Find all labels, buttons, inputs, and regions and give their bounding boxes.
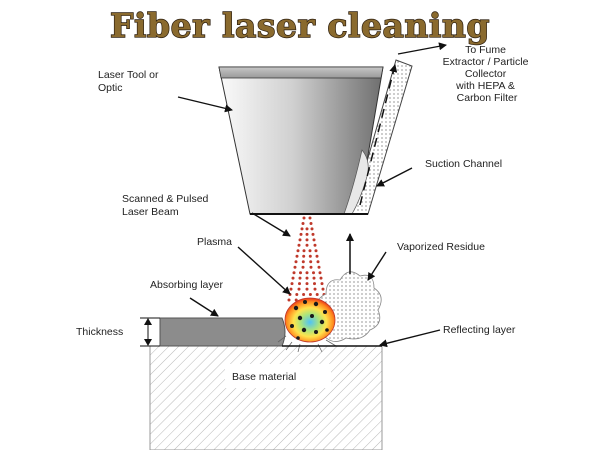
label-laser-tool-line2: Optic	[98, 82, 123, 94]
laser-beam-dot	[299, 271, 302, 275]
laser-beam-dot	[298, 276, 302, 280]
laser-beam-dot	[319, 276, 323, 280]
laser-beam-dot	[301, 260, 305, 264]
laser-beam-dot	[296, 249, 300, 253]
laser-beam	[287, 216, 327, 302]
laser-beam-dot	[320, 282, 324, 286]
suction-channel-shade	[343, 149, 369, 215]
laser-beam-dot	[297, 287, 301, 291]
laser-beam-dot	[309, 222, 313, 225]
laser-beam-dot	[315, 293, 319, 296]
pointer-scanned-beam	[251, 212, 291, 237]
label-fume-line2: Extractor / Particle	[443, 56, 529, 68]
base-material-label: Base material	[232, 371, 296, 383]
label-thickness: Thickness	[76, 326, 123, 338]
thickness-indicator	[140, 317, 160, 347]
laser-beam-dot	[316, 260, 320, 264]
laser-beam-dot	[295, 293, 299, 296]
laser-beam-dot	[310, 227, 314, 231]
base-material-label-box	[225, 364, 331, 388]
exhaust-flow-arrow	[359, 64, 398, 206]
label-suction-channel: Suction Channel	[425, 158, 502, 170]
label-fume-line5: Carbon Filter	[457, 92, 518, 104]
laser-beam-dot	[313, 287, 317, 291]
laser-beam-dot	[305, 287, 309, 291]
label-absorbing-layer: Absorbing layer	[150, 279, 223, 291]
laser-beam-dot	[289, 287, 293, 291]
laser-beam-dot	[309, 260, 313, 264]
laser-beam-dot	[313, 243, 317, 247]
laser-beam-dot	[298, 282, 301, 286]
laser-tool-top	[218, 66, 384, 79]
base-material-block	[149, 345, 383, 450]
label-fume-line1: To Fume	[465, 44, 506, 56]
laser-beam-dot	[318, 271, 322, 275]
laser-beam-dot	[300, 227, 304, 231]
laser-beam-dot	[308, 254, 312, 258]
label-plasma: Plasma	[197, 236, 232, 248]
laser-beam-dot	[291, 276, 295, 280]
laser-beam-dot	[308, 249, 312, 253]
laser-beam-dot	[305, 282, 309, 286]
laser-beam-dot	[302, 254, 306, 258]
label-laser-tool-line1: Laser Tool or	[98, 69, 159, 81]
laser-beam-dot	[305, 227, 309, 231]
laser-beam-dot	[302, 293, 306, 296]
pointer-vaporized-residue	[367, 251, 387, 281]
laser-beam-dot	[321, 287, 325, 291]
laser-beam-dot	[312, 271, 315, 275]
laser-beam-dot	[305, 232, 309, 236]
laser-beam-dot	[315, 254, 319, 258]
label-scanned-beam: Scanned & Pulsed Laser Beam	[122, 193, 211, 218]
laser-beam-dot	[301, 222, 305, 225]
laser-beam-dot	[299, 232, 303, 236]
label-reflecting-layer: Reflecting layer	[443, 324, 516, 336]
pointer-suction-channel	[376, 167, 413, 187]
plasma-ball	[284, 297, 336, 343]
laser-beam-dot	[301, 265, 305, 269]
laser-beam-dot	[290, 282, 294, 286]
label-fume-extractor: To Fume Extractor / Particle Collector w…	[443, 44, 532, 104]
laser-beam-dot	[302, 249, 306, 253]
laser-beam-dot	[305, 276, 309, 280]
label-vaporized-residue: Vaporized Residue	[397, 241, 485, 253]
plasma-particles	[290, 300, 329, 340]
laser-beam-dot	[298, 238, 302, 242]
pointer-absorbing-layer	[189, 297, 219, 317]
label-scanned-beam-line1: Scanned & Pulsed	[122, 193, 209, 205]
laser-beam-dot	[292, 271, 296, 275]
fume-exhaust-arrow	[397, 42, 447, 55]
laser-beam-dot	[308, 216, 312, 220]
laser-beam-dot	[314, 249, 318, 253]
laser-beam-dot	[312, 238, 316, 242]
laser-beam-dot	[294, 260, 298, 264]
pointer-laser-tool	[177, 96, 233, 113]
laser-beam-dot	[287, 298, 291, 302]
laser-beam-dot	[317, 265, 321, 269]
laser-beam-dot	[312, 276, 316, 280]
label-fume-line4: with HEPA &	[455, 80, 515, 92]
pointer-plasma	[237, 246, 291, 295]
pointer-reflecting-layer	[379, 329, 441, 348]
absorbing-layer	[159, 317, 286, 347]
laser-beam-dot	[302, 216, 306, 220]
label-fume-line3: Collector	[465, 68, 507, 80]
laser-beam-dot	[309, 265, 313, 269]
laser-beam-dot	[311, 232, 315, 236]
laser-beam-dot	[297, 243, 301, 247]
laser-beam-dot	[295, 254, 299, 258]
laser-beam-dot	[305, 238, 309, 242]
laser-beam-dot	[305, 271, 309, 275]
laser-beam-dot	[293, 265, 297, 269]
laser-beam-dot	[305, 243, 309, 247]
diagram-title: Fiber laser cleaning	[110, 6, 490, 45]
laser-beam-dot	[308, 293, 312, 296]
label-laser-tool: Laser Tool or Optic	[98, 69, 161, 94]
laser-beam-dot	[313, 282, 316, 286]
label-scanned-beam-line2: Laser Beam	[122, 206, 179, 218]
